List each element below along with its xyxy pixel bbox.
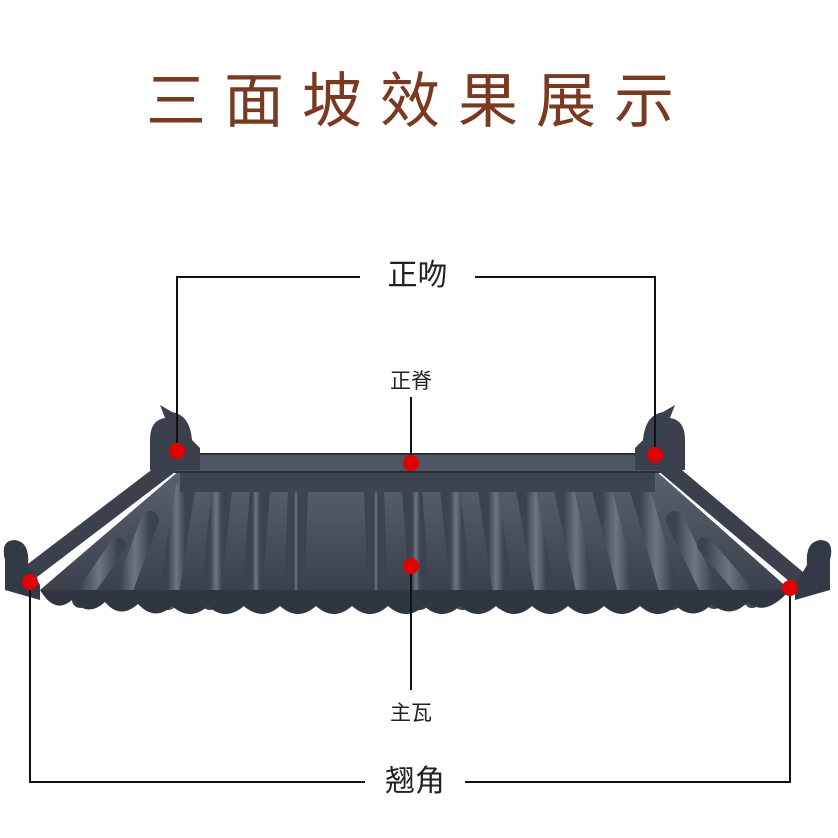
marker-qiaojiao-right [782,580,798,596]
marker-zhengwen-right [647,447,663,463]
label-zhengji: 正脊 [371,368,451,394]
ridge-ornament-left [150,405,200,470]
ridge-band [180,470,655,492]
roof-eave [40,590,790,614]
label-zhuwa: 主瓦 [371,700,451,726]
marker-qiaojiao-left [22,574,38,590]
label-qiaojiao: 翘角 [365,764,465,800]
marker-zhengwen-left [169,443,185,459]
marker-zhengji [403,455,419,471]
label-zhengwen: 正吻 [360,258,475,294]
marker-zhuwa [403,558,419,574]
